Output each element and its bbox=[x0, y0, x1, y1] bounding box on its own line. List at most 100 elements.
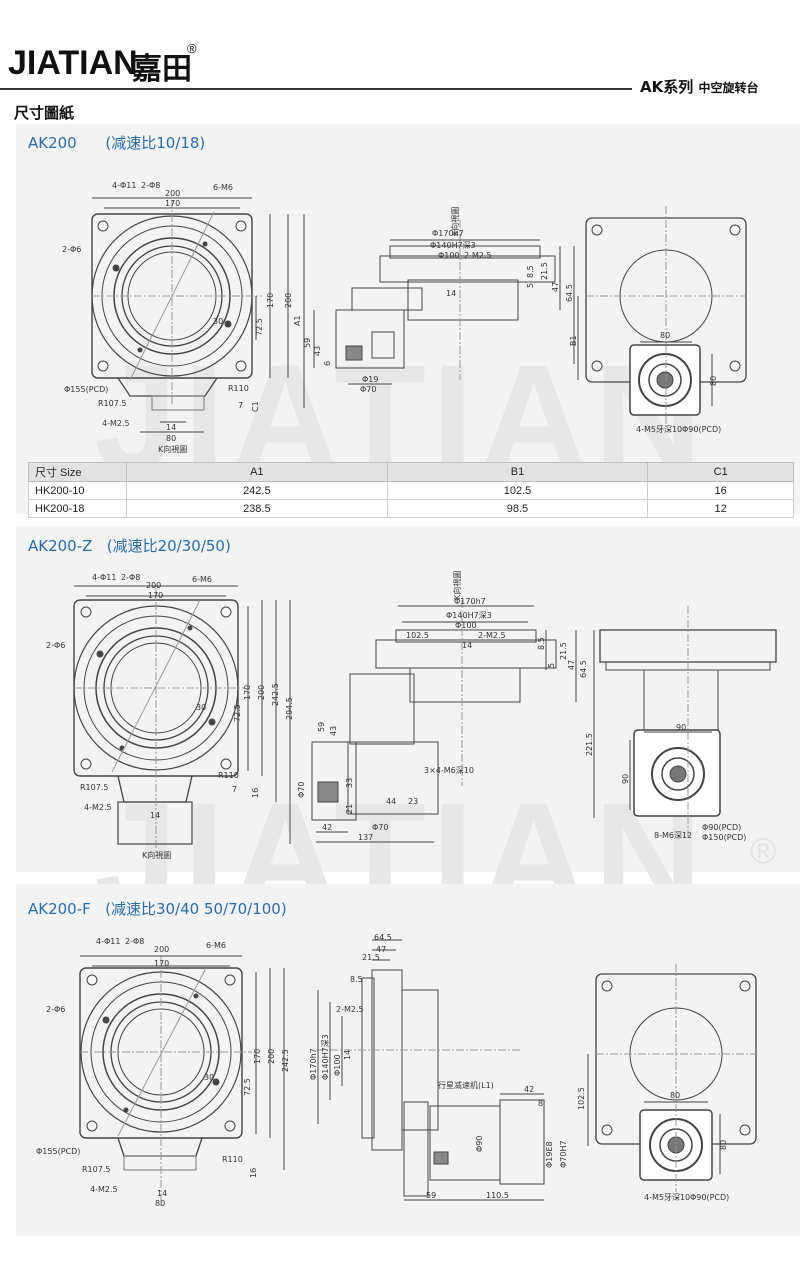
dim-label: 90 bbox=[621, 774, 630, 784]
dim-label: 21.5 bbox=[362, 953, 380, 962]
table-cell: 242.5 bbox=[126, 481, 388, 500]
dim-label: 8.5 bbox=[537, 637, 546, 650]
dim-label: 4-M5牙深10 bbox=[644, 1193, 690, 1202]
dim-label: 2-Φ8 bbox=[121, 573, 140, 582]
dim-label: 80 bbox=[166, 434, 176, 443]
dim-label: 72.5 bbox=[233, 704, 242, 722]
dim-label: 4-M5牙深10 bbox=[636, 425, 682, 434]
dim-label: 2-M2.5 bbox=[464, 251, 492, 260]
dim-label: 90 bbox=[676, 723, 686, 732]
dim-label: 8.5 bbox=[350, 975, 363, 984]
dim-label: Φ70 bbox=[372, 823, 388, 832]
dim-label: Φ100 bbox=[438, 251, 460, 260]
dim-label: 14 bbox=[462, 641, 472, 650]
column-header: C1 bbox=[647, 462, 794, 482]
dim-label: 2-Φ8 bbox=[141, 181, 160, 190]
dim-label: Φ140H7深3 bbox=[430, 241, 476, 250]
dim-label: B1 bbox=[569, 335, 578, 346]
dim-label: 64.5 bbox=[565, 284, 574, 302]
registered-mark: ® bbox=[187, 41, 197, 56]
table-row: HK200-18 238.5 98.5 12 bbox=[28, 499, 794, 518]
dim-label: 23 bbox=[408, 797, 418, 806]
dim-label: Φ70 bbox=[360, 385, 376, 394]
dim-label: 80 bbox=[660, 331, 670, 340]
dim-label: 4-M2.5 bbox=[84, 803, 112, 812]
dim-label: 170 bbox=[148, 591, 163, 600]
dim-label: 44 bbox=[386, 797, 396, 806]
dim-label: R110 bbox=[218, 771, 239, 780]
dim-label: 14 bbox=[166, 423, 176, 432]
dim-label: Φ90 bbox=[475, 1136, 484, 1152]
dim-label: 4-Φ11 bbox=[112, 181, 136, 190]
dim-label: 6-M6 bbox=[206, 941, 226, 950]
dim-label: 30 bbox=[204, 1073, 214, 1082]
drawing-ak200-z: 4-Φ11 2-Φ8 6-M6 2-Φ6 200 170 170 200 242… bbox=[46, 571, 777, 860]
dim-label: 200 bbox=[146, 581, 161, 590]
dim-label: 4-M2.5 bbox=[102, 419, 130, 428]
dim-label: 42 bbox=[524, 1085, 534, 1094]
dim-label: 21 bbox=[345, 804, 354, 814]
dim-label: Φ100 bbox=[333, 1054, 342, 1076]
dim-label: 21.5 bbox=[540, 262, 549, 280]
dim-label: 64.5 bbox=[374, 933, 392, 942]
table-cell: HK200-18 bbox=[28, 499, 127, 518]
side-view bbox=[316, 939, 545, 1201]
dim-label: 30 bbox=[213, 317, 223, 326]
dim-label: 59 bbox=[426, 1191, 436, 1200]
dim-label: 47 bbox=[567, 660, 576, 670]
front-view bbox=[79, 955, 285, 1206]
dim-label: 137 bbox=[358, 833, 373, 842]
table-cell: 238.5 bbox=[126, 499, 388, 518]
front-view bbox=[91, 197, 305, 433]
dim-label: 200 bbox=[267, 1049, 276, 1064]
dim-label: 2-Φ6 bbox=[46, 641, 65, 650]
dim-label: R110 bbox=[228, 384, 249, 393]
dim-label: Φ155(PCD) bbox=[64, 385, 108, 394]
dim-label: 16 bbox=[249, 1168, 258, 1178]
size-table: 尺寸 Size A1 B1 C1 HK200-10 242.5 102.5 16… bbox=[28, 462, 794, 518]
dim-label: 14 bbox=[157, 1189, 167, 1198]
dim-label: 6-M6 bbox=[213, 183, 233, 192]
dim-label: Φ70 bbox=[297, 782, 306, 798]
dim-label: 59 bbox=[317, 722, 326, 732]
right-view bbox=[587, 964, 757, 1192]
table-cell: HK200-10 bbox=[28, 481, 127, 500]
dim-label: 170 bbox=[243, 685, 252, 700]
model-title-ak200-z: AK200-Z (减速比20/30/50) bbox=[28, 537, 231, 555]
dim-label: 102.5 bbox=[577, 1087, 586, 1110]
panel-ak200: JIATIAN bbox=[16, 124, 800, 514]
dim-label: K向視圖 bbox=[142, 850, 171, 860]
model-title-ak200-f: AK200-F (减速比30/40 50/70/100) bbox=[28, 900, 287, 918]
dim-label: 3×4-M6深10 bbox=[424, 766, 474, 775]
dim-label: 170 bbox=[253, 1049, 262, 1064]
dim-label: C1 bbox=[251, 401, 260, 412]
series-name: 中空旋转台 bbox=[698, 81, 759, 95]
dim-label: A1 bbox=[293, 315, 302, 326]
column-header: A1 bbox=[126, 462, 388, 482]
dim-label: 30 bbox=[196, 703, 206, 712]
right-view bbox=[599, 606, 777, 836]
dim-label: Φ70H7 bbox=[559, 1140, 568, 1168]
table-row: HK200-10 242.5 102.5 16 bbox=[28, 481, 794, 500]
dim-label: K向視圖 bbox=[452, 571, 462, 600]
dim-label: 47 bbox=[376, 945, 386, 954]
dim-label: 2-M2.5 bbox=[336, 1005, 364, 1014]
table-cell: 102.5 bbox=[386, 481, 649, 500]
dim-label: 242.5 bbox=[281, 1049, 290, 1072]
table-cell: 12 bbox=[647, 499, 794, 518]
dim-label: 2-Φ8 bbox=[125, 937, 144, 946]
dim-label: 43 bbox=[329, 726, 338, 736]
dim-label: 221.5 bbox=[585, 733, 594, 756]
dim-label: 21.5 bbox=[559, 642, 568, 660]
series-code: AK系列 bbox=[640, 78, 694, 96]
dim-label: 110.5 bbox=[486, 1191, 509, 1200]
dim-label: 7 bbox=[238, 401, 243, 410]
dim-label: R110 bbox=[222, 1155, 243, 1164]
dim-label: Φ90(PCD) bbox=[690, 1193, 729, 1202]
dim-label: 72.5 bbox=[243, 1078, 252, 1096]
table-cell: 98.5 bbox=[386, 499, 649, 518]
brand-logo-text: JIATIAN bbox=[8, 44, 138, 82]
dim-label: 6-M6 bbox=[192, 575, 212, 584]
side-view bbox=[311, 600, 595, 843]
dim-label: 8 bbox=[538, 1099, 543, 1108]
